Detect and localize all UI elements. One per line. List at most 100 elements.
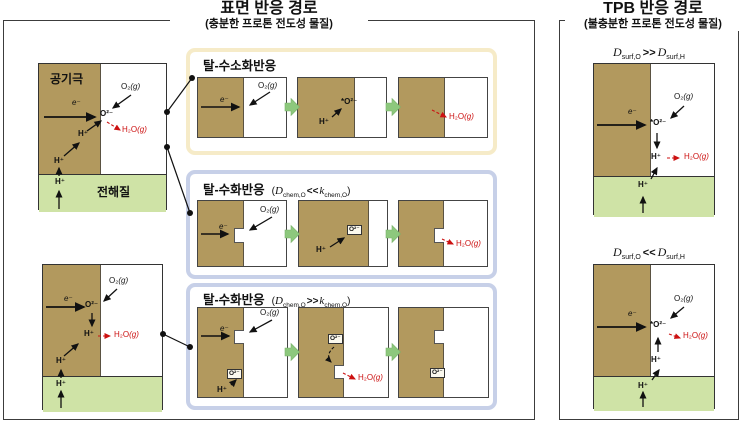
lattice-oxide-box: O²⁻: [227, 369, 242, 379]
paren: (: [271, 186, 276, 197]
dehydration2-step3-box: [398, 307, 489, 398]
left-panel-title-block: 표면 반응 경로 (충분한 프로톤 전도성 물질): [170, 0, 368, 31]
symbol-D: D: [613, 45, 622, 59]
gas-phase-text: (g): [464, 112, 474, 121]
lattice-oxide-box: O²⁻: [430, 368, 445, 378]
dehydrogenation-step3-box: [398, 77, 488, 138]
oxygen-vacancy-notch: [434, 228, 444, 243]
adsorbed-oxide-label: *O²⁻: [650, 320, 667, 329]
gas-phase-text: (g): [698, 331, 708, 340]
proton-label: H⁺: [651, 152, 661, 161]
right-panel-title: TPB 반응 경로: [603, 0, 703, 17]
oxygen-gas-label: O₂(g): [260, 205, 279, 214]
subscript: chem,O: [324, 302, 348, 309]
subscript: chem,O: [282, 192, 306, 199]
cathode-region: [399, 78, 445, 137]
adsorbed-oxide-label: *O²⁻: [341, 97, 358, 106]
paren: ): [347, 186, 351, 197]
header-text: 탈-수화반응: [203, 183, 265, 197]
dehydration2-step2-box: [298, 307, 389, 398]
water-gas-label: H₂O(g): [122, 125, 147, 134]
oxygen-gas-label: O₂(g): [260, 308, 279, 317]
proton-label: H⁺: [55, 177, 65, 186]
symbol-D: D: [657, 45, 667, 59]
cathode-region: [198, 78, 244, 137]
cathode-region: [198, 308, 244, 397]
header-text: 탈-수화반응: [203, 293, 265, 307]
species-text: H₂O: [122, 125, 138, 134]
proton-label: H⁺: [56, 379, 66, 388]
oxygen-gas-label: O₂(g): [258, 81, 277, 90]
operator: >>: [306, 296, 319, 307]
adsorbed-oxide-label: *O²⁻: [650, 118, 667, 127]
water-gas-label: H₂O(g): [358, 373, 383, 382]
species-text: H₂O: [456, 239, 472, 248]
species-text: H₂O: [684, 152, 700, 161]
subscript: surf,H: [666, 254, 685, 262]
paren: ): [347, 296, 351, 307]
surface-diffusion-condition-top: Dsurf,O>>Dsurf,H: [559, 45, 739, 61]
surface-pathway-diagram-secondary: [42, 264, 163, 412]
proton-label: H⁺: [319, 117, 329, 126]
symbol-D: D: [275, 295, 283, 307]
proton-label: H⁺: [638, 180, 648, 189]
oxygen-gas-label: O₂(g): [109, 276, 128, 285]
right-panel-subtitle: (불충분한 프로톤 전도성 물질): [584, 18, 722, 30]
dehydration-slow-header: 탈-수화반응 (Dchem,O<<kchem,O): [203, 179, 350, 199]
electron-label: e⁻: [628, 107, 637, 116]
gas-phase-text: (g): [129, 330, 139, 339]
species-text: O₂: [260, 308, 270, 317]
dehydration-fast-header: 탈-수화반응 (Dchem,O>>kchem,O): [203, 289, 350, 309]
cathode-region: [594, 64, 651, 176]
symbol-D: D: [275, 185, 283, 197]
electrolyte-region: [594, 176, 714, 217]
subscript: chem,O: [282, 302, 306, 309]
proton-label: H⁺: [56, 356, 66, 365]
proton-label: H⁺: [217, 385, 227, 394]
proton-label: H⁺: [316, 245, 326, 254]
cathode-label: 공기극: [50, 72, 84, 86]
cathode-region: [43, 265, 101, 376]
electron-label: e⁻: [219, 222, 228, 231]
dehydration1-step3-box: [398, 200, 488, 267]
dehydrogenation-step2-box: [297, 77, 387, 138]
right-panel-title-block: TPB 반응 경로 (불충분한 프로톤 전도성 물질): [565, 0, 741, 31]
gas-phase-text: (g): [699, 152, 709, 161]
header-text: 탈-수소화반응: [203, 59, 277, 73]
dehydration1-step2-box: [298, 200, 388, 267]
tpb-diagram-bottom: [593, 264, 715, 411]
paren: (: [271, 296, 276, 307]
gas-phase-text: (g): [269, 308, 280, 317]
proton-label: H⁺: [54, 156, 64, 165]
cathode-region: [298, 78, 355, 137]
surface-diffusion-condition-bottom: Dsurf,O<<Dsurf,H: [559, 245, 739, 261]
electron-label: e⁻: [220, 324, 229, 333]
oxide-ion-label: O²⁻: [85, 300, 99, 309]
left-panel-subtitle: (충분한 프로톤 전도성 물질): [205, 18, 333, 30]
operator: <<: [642, 247, 656, 259]
electrolyte-region: [594, 376, 714, 411]
species-text: H₂O: [114, 330, 130, 339]
electron-label: e⁻: [220, 95, 229, 104]
gas-phase-text: (g): [683, 92, 694, 101]
subscript: surf,O: [621, 54, 641, 62]
oxygen-gas-label: O₂(g): [674, 294, 693, 303]
lattice-oxide-box: O²⁻: [328, 334, 343, 344]
proton-label: H⁺: [651, 355, 661, 364]
cathode-region: [594, 265, 651, 376]
gas-phase-text: (g): [130, 82, 141, 91]
species-text: O₂: [674, 294, 684, 303]
gas-phase-text: (g): [118, 276, 129, 285]
gas-phase-text: (g): [267, 81, 278, 90]
cathode-region: [399, 308, 444, 397]
water-gas-label: H₂O(g): [683, 331, 708, 340]
proton-label: H⁺: [78, 129, 88, 138]
gas-phase-text: (g): [137, 125, 147, 134]
oxygen-vacancy-notch: [234, 228, 244, 243]
symbol-k: k: [319, 185, 325, 197]
water-gas-label: H₂O(g): [456, 239, 481, 248]
species-text: O₂: [674, 92, 684, 101]
water-gas-label: H₂O(g): [114, 330, 139, 339]
dehydrogenation-header: 탈-수소화반응: [203, 55, 276, 74]
